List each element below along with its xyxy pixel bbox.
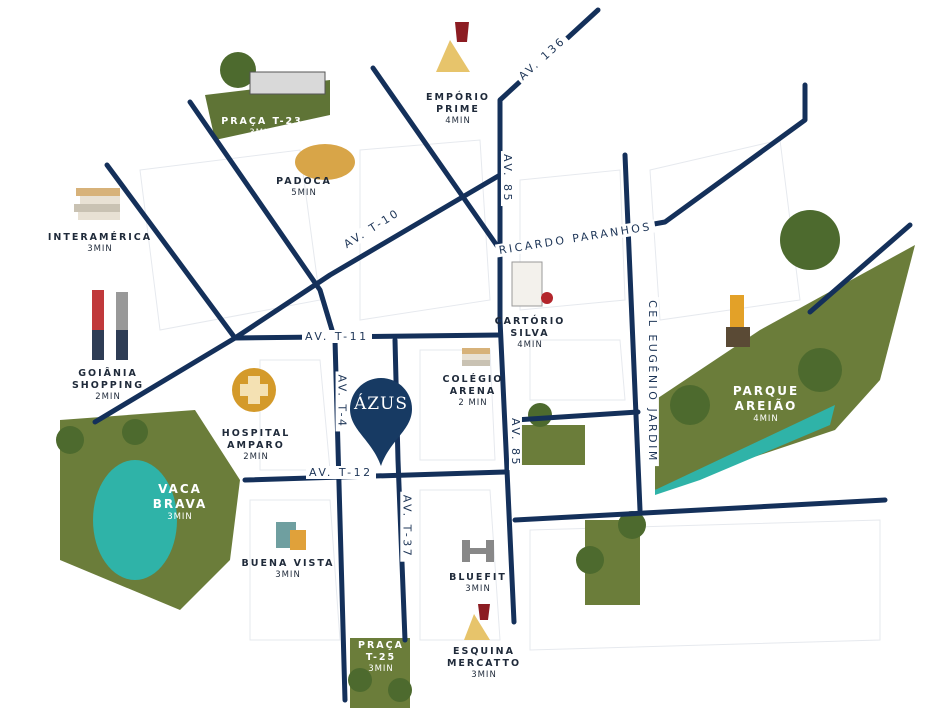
parque-areiao-water [655, 405, 835, 495]
bench-icon [249, 71, 326, 95]
road-label-av-t11: AV. T-11 [302, 330, 372, 343]
dumbbell-icon [462, 540, 494, 562]
wine-cheese-icon [436, 22, 470, 72]
road-label-av-t37: AV. T-37 [400, 491, 414, 562]
road-label-av-t4: AV. T-4 [335, 371, 349, 432]
books-icon-2 [462, 348, 490, 366]
trees [56, 52, 842, 702]
azus-location-pin[interactable]: ÁZUS [350, 378, 412, 468]
shoppers-icon [92, 290, 128, 360]
parque-areiao-park [655, 245, 915, 490]
praca-t23-park [205, 80, 330, 140]
hospital-cross-icon [240, 376, 268, 404]
vaca-brava-lake [93, 460, 177, 580]
road-label-av-85-mid: AV. 85 [508, 415, 522, 470]
wine-cheese-icon-2 [464, 604, 490, 640]
park-square [520, 425, 585, 465]
road-label-av-85-top: AV. 85 [500, 151, 514, 206]
road-label-cel-eugenio-jardim: CEL EUGÊNIO JARDIM [645, 297, 659, 466]
runner-icon [726, 295, 750, 347]
road-label-av-t12: AV. T-12 [306, 466, 376, 479]
azus-logo: ÁZUS [353, 394, 409, 414]
document-icon [511, 261, 543, 307]
books-icon [74, 188, 120, 220]
stamp-icon [541, 292, 553, 304]
bread-icon [295, 144, 355, 180]
roads [92, 7, 913, 703]
shopping-bags-icon [276, 522, 306, 550]
